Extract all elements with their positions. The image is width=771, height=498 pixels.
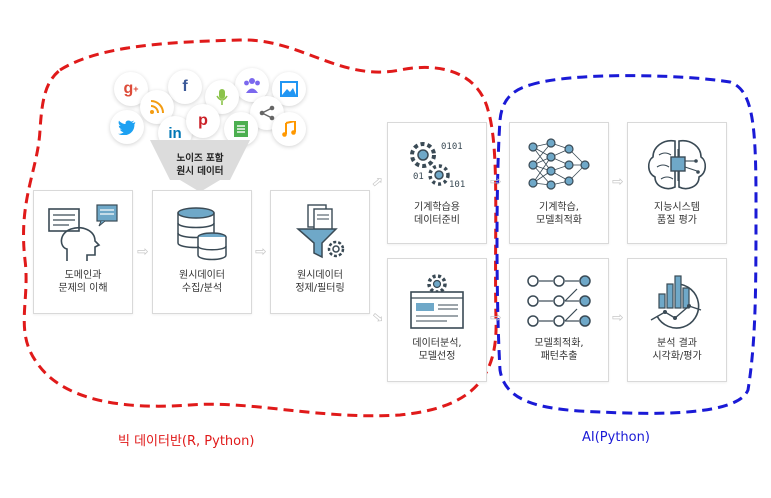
arrow-right-icon: ⇨ <box>612 174 624 190</box>
ai-caption: AI(Python) <box>582 430 650 445</box>
step-intelligent-line1: 지능시스템 <box>654 202 700 213</box>
step-data-analysis: 데이터분석, 모델선정 <box>387 258 487 382</box>
step-raw-data-refine: 원시데이터 정제/필터링 <box>270 190 370 314</box>
bigdata-caption: 빅 데이터반(R, Python) <box>118 434 255 449</box>
database-icon <box>153 203 251 263</box>
step-visual-line1: 분석 결과 <box>657 338 697 349</box>
step-raw-data-collection: 원시데이터 수집/분석 <box>152 190 252 314</box>
step-intelligent-line2: 품질 평가 <box>657 215 697 226</box>
step-result-visualization: 분석 결과 시각화/평가 <box>627 258 727 382</box>
google-plus-icon: g+ <box>114 72 148 106</box>
step-pattern-line2: 패턴추출 <box>540 351 578 362</box>
step-domain-understanding: 도메인과 문제의 이해 <box>33 190 133 314</box>
gears-binary-icon: 0101 01 101 <box>388 135 486 195</box>
svg-text:01: 01 <box>413 172 424 182</box>
pinterest-icon: p <box>186 104 220 138</box>
svg-text:101: 101 <box>449 180 465 190</box>
chart-analytics-icon <box>628 271 726 331</box>
step-ml-model-line1: 기계학습, <box>539 202 579 213</box>
arrow-right-icon: ⇨ <box>612 310 624 326</box>
step-ml-model-label: 기계학습, 모델최적화 <box>512 201 606 227</box>
step-pattern-label: 모델최적화, 패턴추출 <box>512 337 606 363</box>
neural-network-icon <box>510 135 608 195</box>
step-analysis-line1: 데이터분석, <box>412 338 462 349</box>
twitter-icon <box>110 110 144 144</box>
step-pattern-extraction: 모델최적화, 패턴추출 <box>509 258 609 382</box>
brain-chip-icon <box>628 135 726 195</box>
step-ml-prep-label: 기계학습용 데이터준비 <box>390 201 484 227</box>
step-analysis-line2: 모델선정 <box>418 351 456 362</box>
step-domain-label: 도메인과 문제의 이해 <box>36 269 130 295</box>
step-visual-line2: 시각화/평가 <box>652 351 702 362</box>
filter-gear-icon <box>271 203 369 263</box>
step-pattern-line1: 모델최적화, <box>534 338 584 349</box>
facebook-icon: f <box>168 70 202 104</box>
step-visual-label: 분석 결과 시각화/평가 <box>630 337 724 363</box>
step-ml-prep-line2: 데이터준비 <box>414 215 460 226</box>
music-icon <box>272 112 306 146</box>
node-graph-icon <box>510 271 608 331</box>
step-collect-line2: 수집/분석 <box>181 283 223 294</box>
step-collect-label: 원시데이터 수집/분석 <box>155 269 249 295</box>
step-refine-line2: 정제/필터링 <box>295 283 345 294</box>
step-ml-prep-line1: 기계학습용 <box>414 202 460 213</box>
step-intelligent-system: 지능시스템 품질 평가 <box>627 122 727 244</box>
noise-label-line1: 노이즈 포함 <box>176 153 224 164</box>
svg-text:0101: 0101 <box>441 142 463 152</box>
step-domain-line2: 문제의 이해 <box>58 283 108 294</box>
step-ml-data-prep: 0101 01 101 기계학습용 데이터준비 <box>387 122 487 244</box>
step-collect-line1: 원시데이터 <box>179 270 225 281</box>
step-domain-line1: 도메인과 <box>64 270 102 281</box>
step-ml-model-optimization: 기계학습, 모델최적화 <box>509 122 609 244</box>
head-monitor-icon <box>34 203 132 263</box>
ai-region <box>495 74 758 415</box>
arrow-right-icon: ⇨ <box>137 244 149 260</box>
dashboard-gear-icon <box>388 271 486 331</box>
step-ml-model-line2: 모델최적화 <box>536 215 582 226</box>
microphone-icon <box>205 80 239 114</box>
arrow-right-icon: ⇨ <box>255 244 267 260</box>
step-intelligent-label: 지능시스템 품질 평가 <box>630 201 724 227</box>
step-analysis-label: 데이터분석, 모델선정 <box>390 337 484 363</box>
step-refine-line1: 원시데이터 <box>297 270 343 281</box>
arrow-right-icon: ⇨ <box>490 174 502 190</box>
noise-label-line2: 원시 데이터 <box>176 166 224 177</box>
noise-label: 노이즈 포함 원시 데이터 <box>160 152 240 178</box>
step-refine-label: 원시데이터 정제/필터링 <box>273 269 367 295</box>
arrow-right-icon: ⇨ <box>490 310 502 326</box>
bigdata-region <box>22 38 498 418</box>
